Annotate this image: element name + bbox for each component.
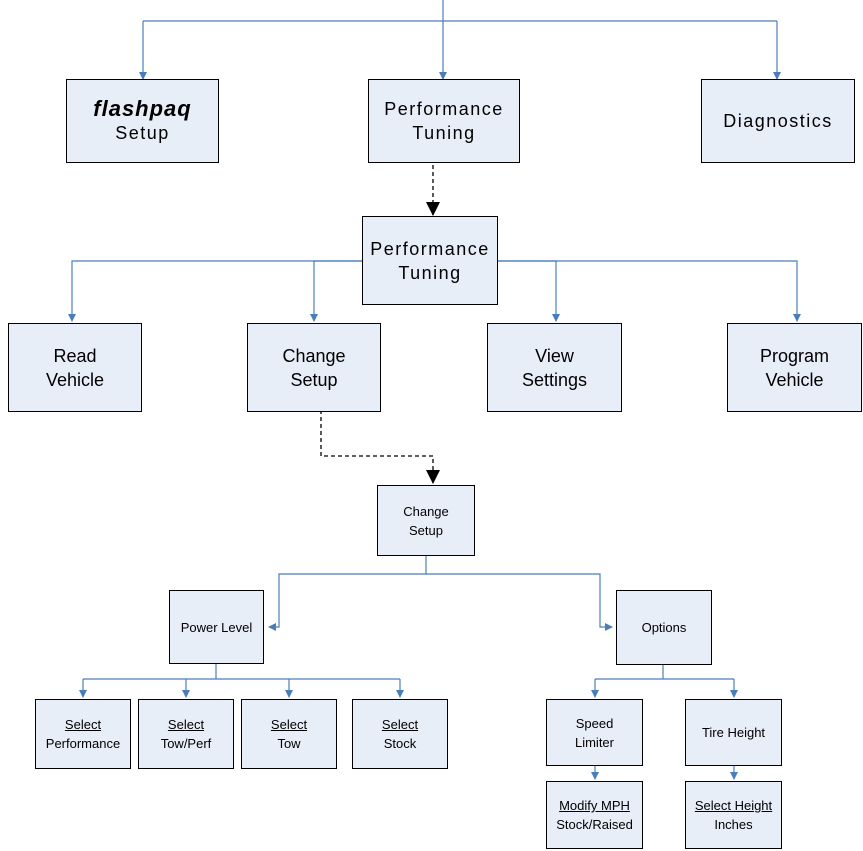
power-level-label: Power Level [180,619,253,635]
power-level-box[interactable]: Power Level [169,590,264,664]
inches-value: Inches [714,817,753,832]
select-label: Select [381,717,419,732]
performance-label: Performance [370,238,490,259]
vehicle-label: Vehicle [765,369,824,390]
select-performance-box[interactable]: Select Performance [35,699,131,769]
diagnostics-box[interactable]: Diagnostics [701,79,855,163]
limiter-label: Limiter [574,734,614,750]
performance-tuning-header-box[interactable]: Performance Tuning [362,216,498,305]
setup-label: Setup [409,522,443,538]
performance-label: Performance [384,99,504,119]
tire-height-box[interactable]: Tire Height [685,699,782,766]
modify-mph-box[interactable]: Modify MPH Stock/Raised [546,781,643,849]
tuning-label: Tuning [412,123,476,143]
change-setup-sub-box[interactable]: Change Setup [377,485,475,556]
change-setup-box[interactable]: Change Setup [247,323,381,412]
modify-mph-label: Modify MPH [559,798,630,813]
tow-perf-value: Tow/Perf [160,736,212,751]
flashpaq-setup-box[interactable]: flashpaq Setup [66,79,219,163]
select-tow-box[interactable]: Select Tow [241,699,337,769]
speed-label: Speed [575,715,614,731]
options-box[interactable]: Options [616,590,712,665]
diagnostics-label: Diagnostics [723,111,833,131]
stock-raised-value: Stock/Raised [556,817,633,832]
view-settings-box[interactable]: View Settings [487,323,622,412]
setup-label: Setup [290,369,338,390]
change-label: Change [282,345,346,366]
tuning-label: Tuning [398,262,462,283]
performance-tuning-box[interactable]: Performance Tuning [368,79,520,163]
select-label: Select [64,717,102,732]
flashpaq-logo: flashpaq [93,96,192,121]
setup-label: Setup [115,123,170,143]
read-label: Read [53,345,97,366]
read-vehicle-box[interactable]: Read Vehicle [8,323,142,412]
tire-height-label: Tire Height [701,725,766,740]
tow-value: Tow [277,736,301,751]
select-height-label: Select Height [694,798,773,813]
select-stock-box[interactable]: Select Stock [352,699,448,769]
performance-value: Performance [45,736,121,751]
change-label: Change [403,503,449,519]
speed-limiter-box[interactable]: Speed Limiter [546,699,643,766]
settings-label: Settings [521,369,588,390]
select-tow-perf-box[interactable]: Select Tow/Perf [138,699,234,769]
select-height-box[interactable]: Select Height Inches [685,781,782,849]
view-label: View [535,345,574,366]
program-label: Program [759,345,830,366]
program-vehicle-box[interactable]: Program Vehicle [727,323,862,412]
stock-value: Stock [383,736,417,751]
options-label: Options [641,620,687,635]
select-label: Select [270,717,308,732]
select-label: Select [167,717,205,732]
vehicle-label: Vehicle [45,369,105,390]
